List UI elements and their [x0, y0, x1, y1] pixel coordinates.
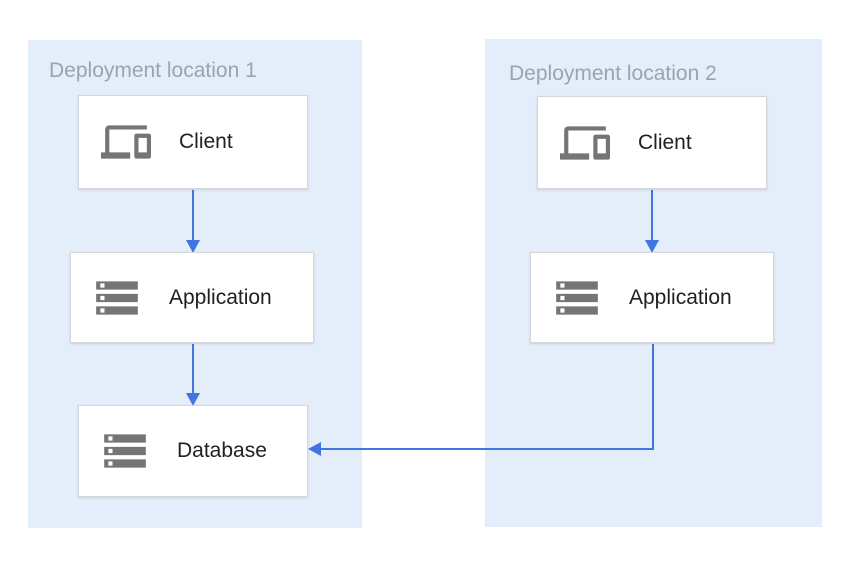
group-title: Deployment location 2 [509, 62, 717, 85]
node-application-1: Application [70, 252, 314, 343]
server-stack-icon [550, 273, 604, 323]
node-client-2: Client [537, 96, 767, 189]
server-stack-icon [98, 426, 152, 476]
server-stack-icon [90, 273, 144, 323]
node-application-2: Application [530, 252, 774, 343]
node-database-1: Database [78, 405, 308, 497]
node-label: Database [177, 439, 267, 462]
devices-icon [98, 117, 154, 167]
node-client-1: Client [78, 95, 308, 189]
node-label: Application [629, 285, 732, 309]
node-label: Application [169, 285, 272, 309]
devices-icon [557, 118, 613, 168]
node-label: Client [179, 130, 233, 153]
node-label: Client [638, 130, 692, 154]
group-title: Deployment location 1 [49, 59, 257, 82]
